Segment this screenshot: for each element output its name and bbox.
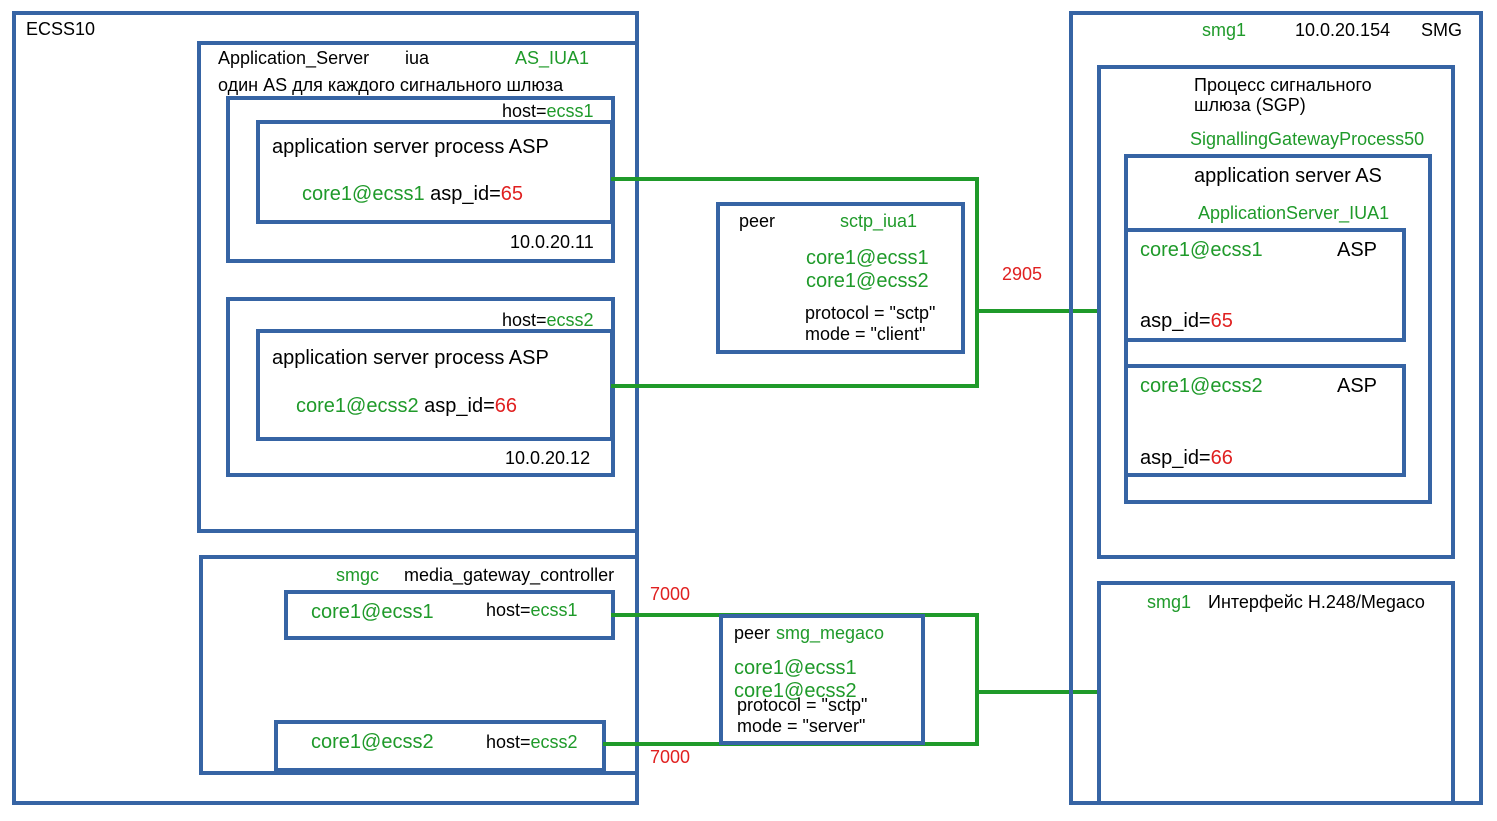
peer-megaco-box [719,614,925,745]
link-asp-ecss2 [611,384,979,388]
mgc-row-ecss2 [274,720,606,772]
peer-iua-node-2: core1@ecss2 [806,270,929,292]
smg-megaco-label: Интерфейс H.248/Megaco [1208,592,1425,612]
app-server-label: Application_Server [218,48,370,68]
app-server-protocol: iua [405,48,430,68]
host-ip-ecss2: 10.0.20.12 [505,448,591,468]
peer-iua-box [716,202,965,354]
host-label-ecss2: host=ecss2 [502,310,594,330]
link-megaco-vertical [975,613,979,746]
megaco-port-bottom: 7000 [650,747,691,767]
peer-megaco-mode: mode = "server" [737,716,866,736]
app-server-name: AS_IUA1 [515,48,590,68]
megaco-port-top: 7000 [650,584,691,604]
sgp-title-line1: Процесс сигнального [1194,75,1372,95]
mgc-host-ecss1: host=ecss1 [486,600,578,620]
peer-megaco-node-2: core1@ecss2 [734,680,857,702]
peer-megaco-protocol: protocol = "sctp" [737,695,868,715]
peer-megaco-label: peer [734,623,771,643]
sgp-box [1097,65,1455,559]
smg-asp-id-2: asp_id=66 [1140,447,1233,469]
peer-megaco-name: smg_megaco [776,623,885,643]
asp-box-ecss1 [256,120,614,224]
smg-megaco-name: smg1 [1147,592,1192,612]
link-megaco-to-smg [975,690,1099,694]
smg-asp-label-1: ASP [1337,239,1378,261]
smg-asp-id-1: asp_id=65 [1140,310,1233,332]
mgc-name: smgc [336,565,380,585]
peer-iua-node-1: core1@ecss1 [806,247,929,269]
smg-label: SMG [1421,20,1463,40]
host-ip-ecss1: 10.0.20.11 [510,232,594,252]
smg-asp-node-2: core1@ecss2 [1140,375,1263,397]
asp-label-ecss2: application server process ASP [272,347,549,369]
peer-iua-name: sctp_iua1 [840,211,918,231]
peer-iua-label: peer [739,211,776,231]
sgp-name: SignallingGatewayProcess50 [1190,129,1425,149]
smg-asp-box-1 [1124,228,1406,342]
ecss10-title: ECSS10 [26,19,96,39]
mgc-box [199,555,639,775]
link-iua-vertical [975,177,979,388]
application-server-box [197,41,639,533]
smg-as-name: ApplicationServer_IUA1 [1198,203,1390,223]
sgp-title-line2: шлюза (SGP) [1194,95,1306,115]
link-iua-to-smg [975,309,1099,313]
asp-box-ecss2 [256,329,614,441]
asp-node-ecss2: core1@ecss2 asp_id=66 [296,395,518,417]
iua-port: 2905 [1002,264,1043,284]
mgc-label: media_gateway_controller [404,565,615,585]
peer-iua-protocol: protocol = "sctp" [805,303,936,323]
mgc-node-ecss1: core1@ecss1 [311,601,434,623]
smg-megaco-box [1097,581,1455,805]
smg-asp-node-1: core1@ecss1 [1140,239,1263,261]
peer-megaco-node-1: core1@ecss1 [734,657,857,679]
smg-asp-label-2: ASP [1337,375,1378,397]
mgc-node-ecss2: core1@ecss2 [311,731,434,753]
smg-as-label: application server AS [1194,165,1382,187]
host-label-ecss1: host=ecss1 [502,101,594,121]
asp-label-ecss1: application server process ASP [272,136,549,158]
peer-iua-mode: mode = "client" [805,324,926,344]
mgc-host-ecss2: host=ecss2 [486,732,578,752]
link-asp-ecss1 [611,177,979,181]
app-server-note: один AS для каждого сигнального шлюза [218,75,564,95]
smg-name: smg1 [1202,20,1247,40]
smg-ip: 10.0.20.154 [1295,20,1391,40]
asp-node-ecss1: core1@ecss1 asp_id=65 [302,183,524,205]
smg-asp-box-2 [1124,364,1406,477]
